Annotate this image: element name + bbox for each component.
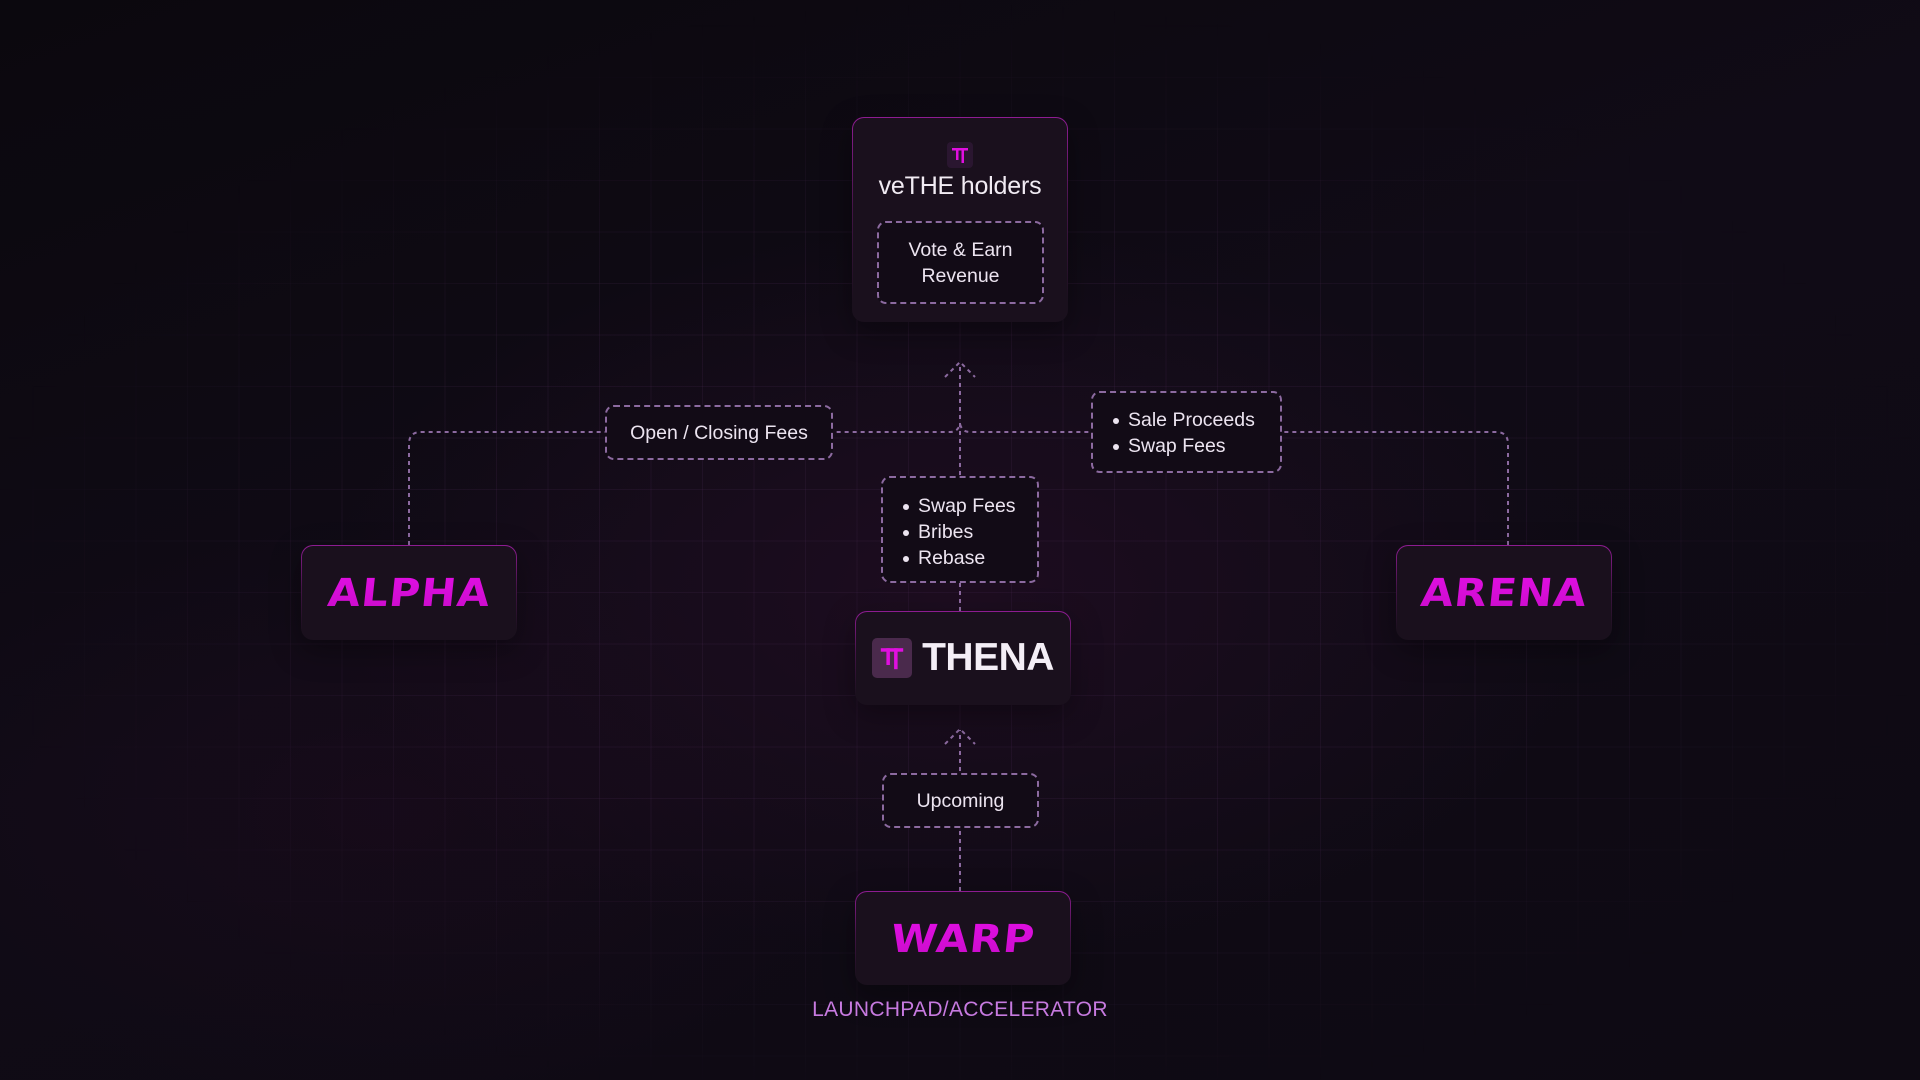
alpha-node: ALPHA <box>301 545 517 640</box>
connector-alpha-to-vethe <box>408 423 961 545</box>
alpha-logo: ALPHA <box>325 569 493 616</box>
upcoming-label: Upcoming <box>916 789 1005 812</box>
thena-flow-item: Bribes <box>901 519 1037 545</box>
warp-node: WARP <box>855 891 1071 985</box>
vote-earn-revenue-label: Vote & Earn Revenue <box>908 238 1013 287</box>
open-closing-fees-box: Open / Closing Fees <box>605 405 833 460</box>
warp-logo: WARP <box>888 915 1038 961</box>
thena-logo-icon <box>947 142 973 168</box>
thena-wordmark: THENA <box>922 636 1054 679</box>
arena-flow-item: Swap Fees <box>1111 433 1280 459</box>
thena-logo-icon <box>872 638 913 678</box>
arena-flow-item: Sale Proceeds <box>1111 407 1280 433</box>
connector-arena-to-vethe <box>959 423 1509 545</box>
thena-node: THENA <box>855 611 1071 705</box>
arena-node: ARENA <box>1396 545 1612 640</box>
warp-caption: LAUNCHPAD/ACCELERATOR <box>812 998 1108 1021</box>
thena-flow-box: Swap Fees Bribes Rebase <box>881 476 1039 583</box>
vote-earn-revenue-box: Vote & Earn Revenue <box>877 221 1044 304</box>
upcoming-box: Upcoming <box>882 773 1039 828</box>
arrow-head-thena <box>944 727 976 745</box>
arrow-head-vethe <box>944 360 976 378</box>
arena-flow-box: Sale Proceeds Swap Fees <box>1091 391 1282 473</box>
vethe-holders-title: veTHE holders <box>878 172 1042 200</box>
open-closing-fees-label: Open / Closing Fees <box>630 421 808 444</box>
thena-flow-item: Swap Fees <box>901 493 1037 519</box>
arena-logo: ARENA <box>1418 569 1590 616</box>
thena-flow-item: Rebase <box>901 545 1037 571</box>
